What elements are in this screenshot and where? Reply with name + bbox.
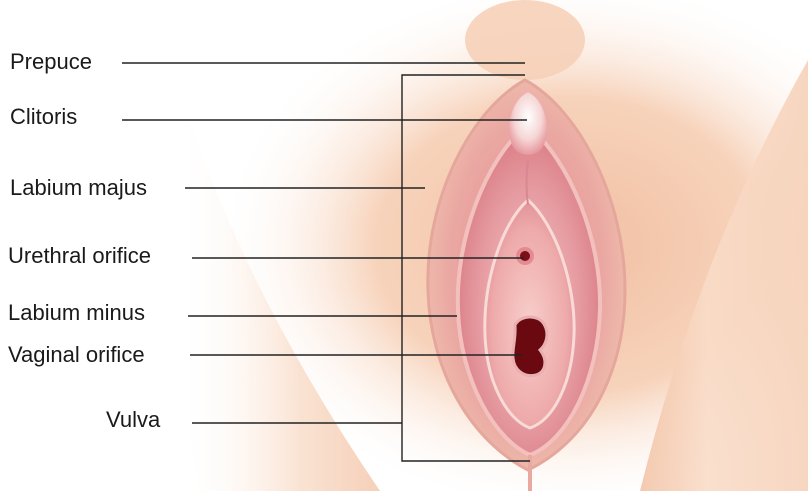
label-vulva: Vulva bbox=[106, 407, 160, 433]
vaginal-orifice-shape bbox=[513, 317, 547, 376]
label-clitoris: Clitoris bbox=[10, 104, 77, 130]
label-labium-majus: Labium majus bbox=[10, 175, 147, 201]
label-vaginal-orifice: Vaginal orifice bbox=[8, 342, 145, 368]
label-prepuce: Prepuce bbox=[10, 49, 92, 75]
label-urethral-orifice: Urethral orifice bbox=[8, 243, 151, 269]
urethral-orifice-center bbox=[520, 251, 530, 261]
label-labium-minus: Labium minus bbox=[8, 300, 145, 326]
mons-shading bbox=[465, 0, 585, 80]
